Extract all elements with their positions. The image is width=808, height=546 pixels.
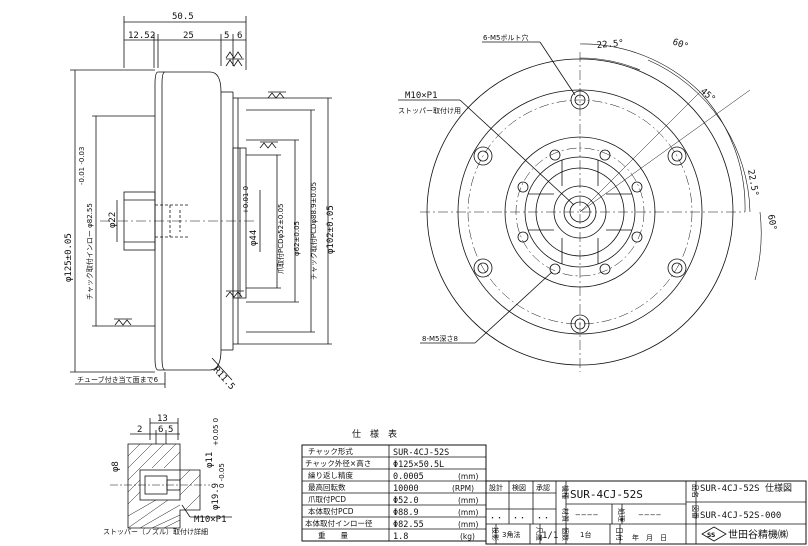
detail-dia-11: φ11 bbox=[205, 452, 215, 468]
dim-25: 25 bbox=[183, 31, 194, 41]
detail-dia-19: φ19.9 bbox=[211, 483, 221, 510]
front-view: 22.5° 60° 45° 22.5° 60° 6-M5ボルト穴 M10×P1 … bbox=[398, 33, 778, 372]
detail-dim-5: 5 bbox=[168, 425, 173, 435]
tb-check: 検図 bbox=[512, 483, 526, 492]
dim-dia-102: φ102±0.05 bbox=[326, 205, 336, 254]
spec-table: 仕 様 表 チャック形式 SUR-4CJ-52S チャック外径×高さ Φ125×… bbox=[301, 428, 487, 542]
callout-tapped-holes: 8-M5深さ8 bbox=[422, 334, 458, 343]
bolt-holes-6 bbox=[473, 90, 687, 334]
spec-label-0: チャック形式 bbox=[308, 446, 353, 456]
spec-table-title: 仕 様 表 bbox=[352, 428, 397, 440]
spec-value-2: 0.0005 bbox=[393, 472, 424, 482]
dim-pcd-52: 爪取付PCDφ52±0.05 bbox=[276, 204, 285, 274]
detail-dim-13: 13 bbox=[157, 414, 168, 424]
spec-value-3: 10000 bbox=[393, 484, 419, 494]
dim-dia-62: φ62±0.05 bbox=[293, 221, 301, 256]
tb-scale: 1/1 bbox=[542, 531, 558, 541]
detail-dim-6: 6 bbox=[158, 425, 163, 435]
dim-dia-22: φ22 bbox=[108, 212, 118, 228]
angle-22-5-right: 22.5° bbox=[745, 169, 760, 197]
tb-treatment-label: 処理 bbox=[617, 508, 626, 522]
company-logo: SS bbox=[701, 526, 727, 542]
dim-overall-length: 50.5 bbox=[172, 12, 194, 22]
title-block: 設計 検図 承認 ・・ ・・ ・・ 機種 材質 SUR-4CJ-52S −−−−… bbox=[485, 480, 807, 545]
tb-approve: 承認 bbox=[536, 483, 550, 492]
tb-name-label: 機種 bbox=[561, 485, 570, 499]
spec-label-3: 最高回転数 bbox=[308, 482, 346, 492]
detail-dia-8: φ8 bbox=[111, 461, 121, 472]
spec-value-1: Φ125×50.5L bbox=[393, 460, 444, 470]
tb-drawing-title: SUR-4CJ-52S 仕様図 bbox=[700, 482, 792, 494]
dim-12-5: 12.5 bbox=[128, 31, 150, 41]
spec-label-2: 繰り返し精度 bbox=[308, 470, 353, 480]
spec-label-7: 重 量 bbox=[318, 531, 348, 540]
spec-value-7: 1.8 bbox=[393, 532, 408, 542]
spec-label-5: 本体取付PCD bbox=[308, 506, 354, 516]
tb-dots-1: ・・ bbox=[489, 514, 503, 522]
spec-value-4: Φ52.0 bbox=[393, 496, 419, 506]
spec-value-5: Φ88.9 bbox=[393, 508, 419, 518]
dim-inlay: チャック取付インロー φ82.55 bbox=[85, 203, 94, 300]
spec-unit-4: (mm) bbox=[458, 496, 479, 505]
spec-value-0: SUR-4CJ-52S bbox=[393, 448, 449, 458]
angle-60-top: 60° bbox=[671, 37, 690, 52]
angle-22-5-top: 22.5° bbox=[596, 39, 624, 51]
tb-projection: 3角法 bbox=[502, 530, 520, 539]
dim-dia-44: φ44 bbox=[249, 230, 259, 246]
tb-date-label: 日付 bbox=[615, 527, 624, 541]
tb-projection-label: 投影 bbox=[491, 527, 500, 541]
callout-stopper-note: ストッパー取付け用 bbox=[398, 106, 461, 115]
tapped-holes-8 bbox=[517, 149, 643, 275]
tb-qty: 1台 bbox=[580, 530, 591, 539]
tb-dots-2: ・・ bbox=[512, 514, 526, 522]
spec-label-1: チャック外径×高さ bbox=[305, 458, 371, 468]
dim-2: 2 bbox=[150, 31, 155, 41]
callout-bolt-holes: 6-M5ボルト穴 bbox=[483, 33, 528, 42]
spec-unit-5: (mm) bbox=[458, 508, 479, 517]
dim-pcd-88: チャック取付PCDφ88.9±0.05 bbox=[309, 182, 318, 280]
dim-inlay-tol: -0.01 -0.03 bbox=[78, 147, 86, 185]
tube-note: チューブ付き当て面まで6 bbox=[77, 375, 159, 384]
tb-qty-label: 個数 bbox=[561, 527, 570, 541]
dim-dia-125: φ125±0.05 bbox=[64, 233, 74, 282]
angle-45: 45° bbox=[698, 87, 717, 105]
stopper-detail: 13 2 6 5 φ8 φ11 +0.05 0 φ19.9 0 -0.05 bbox=[103, 414, 232, 536]
tb-company: 世田谷精機㈱ bbox=[728, 528, 788, 541]
tb-dash-2: −−−− bbox=[638, 511, 662, 519]
detail-thread: M10×P1 bbox=[194, 515, 227, 525]
tb-design: 設計 bbox=[489, 483, 503, 492]
company-mark-text: SS bbox=[707, 532, 715, 539]
dim-6: 6 bbox=[237, 31, 242, 41]
spec-unit-7: (kg) bbox=[460, 532, 475, 541]
detail-dia-19-tol: 0 -0.05 bbox=[218, 463, 226, 488]
tb-dots-3: ・・ bbox=[536, 514, 550, 522]
detail-dia-11-tol: +0.05 0 bbox=[212, 418, 220, 446]
tb-material-label: 材質 bbox=[561, 508, 570, 522]
tb-model: SUR-4CJ-52S bbox=[570, 488, 643, 501]
dim-radius: R11.5 bbox=[211, 365, 237, 392]
tb-scale-label: 尺度 bbox=[535, 527, 544, 541]
tb-drawing-no: SUR-4CJ-52S-000 bbox=[700, 511, 781, 521]
spec-unit-6: (mm) bbox=[458, 520, 479, 529]
spec-label-6: 本体取付インロー径 bbox=[305, 518, 373, 528]
tb-date: 年 月 日 bbox=[632, 533, 667, 542]
tb-name-label-2: 品名 bbox=[691, 484, 700, 498]
detail-caption: ストッパー（ノズル）取付け詳細 bbox=[103, 527, 208, 536]
spec-unit-3: (RPM) bbox=[452, 484, 474, 493]
dim-5: 5 bbox=[224, 31, 229, 41]
tb-dash-1: −−−− bbox=[575, 511, 599, 519]
dim-dia-44-tol: +0.01 0 bbox=[242, 186, 250, 214]
side-view: 50.5 12.5 2 25 5 6 bbox=[64, 12, 336, 392]
angle-60-right: 60° bbox=[765, 214, 778, 232]
spec-label-4: 爪取付PCD bbox=[308, 494, 346, 504]
spec-value-6: Φ82.55 bbox=[393, 520, 424, 530]
tb-drawing-no-label: 図番 bbox=[691, 505, 699, 519]
detail-dim-2: 2 bbox=[137, 425, 142, 435]
callout-stopper-screw: M10×P1 bbox=[405, 91, 438, 101]
spec-unit-2: (mm) bbox=[458, 472, 479, 481]
